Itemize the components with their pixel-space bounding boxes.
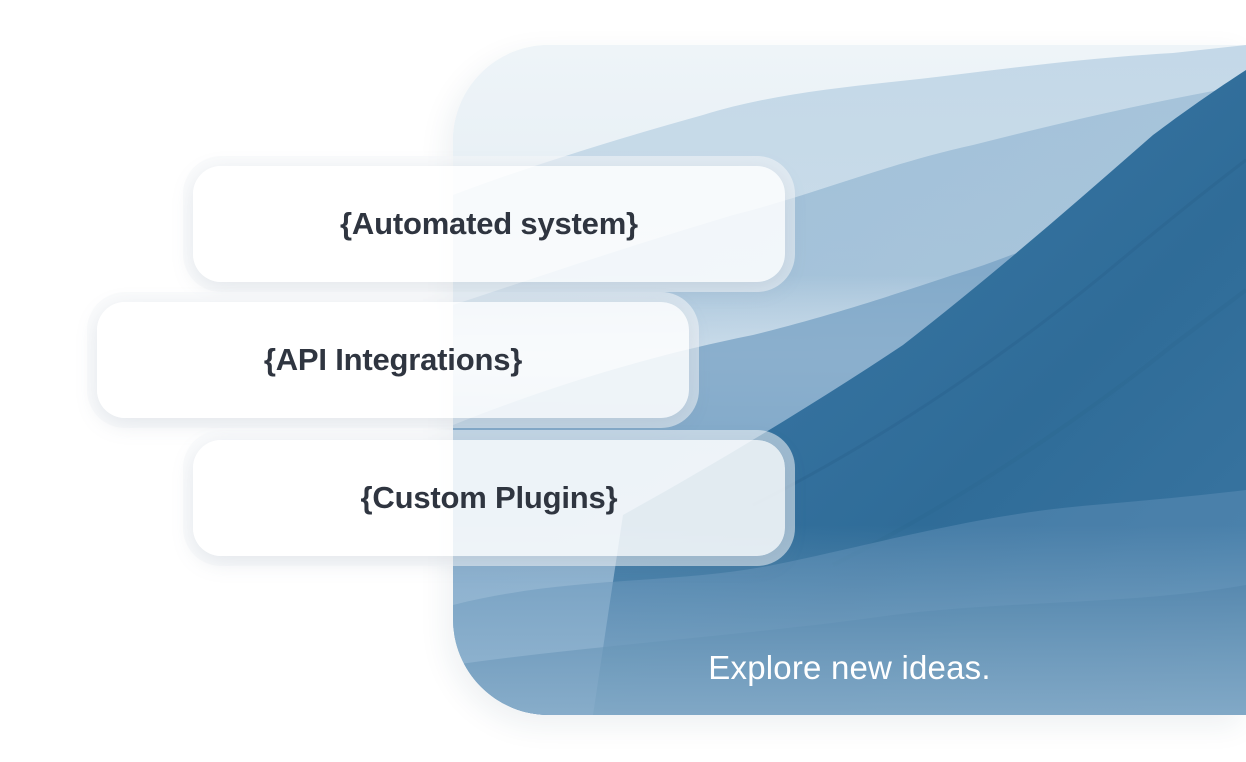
mountain-hero-image: Explore new ideas. — [453, 45, 1246, 715]
hero-caption: Explore new ideas. — [708, 649, 991, 686]
api-integrations-card[interactable]: {API Integrations} — [97, 302, 689, 418]
custom-plugins-card[interactable]: {Custom Plugins} — [193, 440, 785, 556]
automated-system-card[interactable]: {Automated system} — [193, 166, 785, 282]
mountain-landscape-illustration — [453, 45, 1246, 715]
